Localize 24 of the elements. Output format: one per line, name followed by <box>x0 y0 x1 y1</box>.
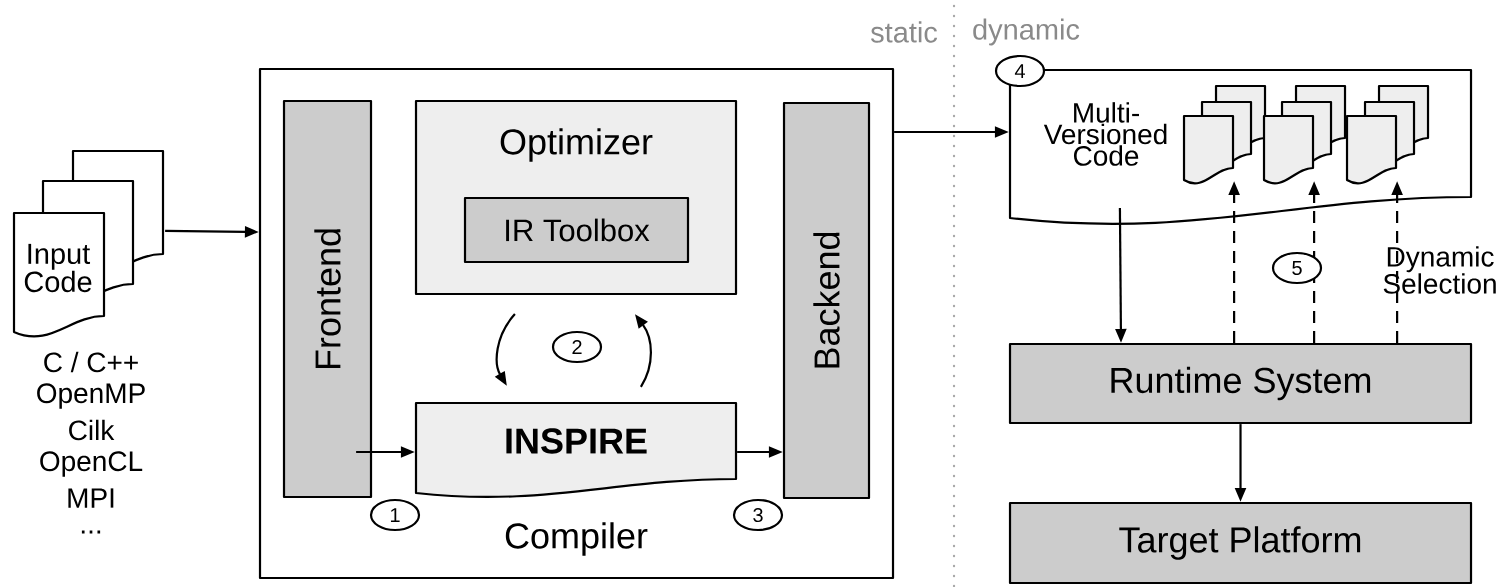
language-label: ... <box>81 530 101 534</box>
callout-number: 3 <box>732 498 784 532</box>
note-text: Dynamic Selection <box>1383 246 1496 294</box>
component-box: Backend <box>782 101 871 500</box>
component-box: Target Platform <box>1008 501 1473 585</box>
section-label: static <box>870 21 938 43</box>
document-stack <box>1345 84 1430 185</box>
callout-number: 1 <box>369 498 421 532</box>
language-label: MPI <box>68 488 114 508</box>
callout-number: 2 <box>551 330 603 364</box>
language-label: OpenCL <box>40 451 143 477</box>
document-stack <box>1182 84 1267 185</box>
component-box: Runtime System <box>1008 342 1473 425</box>
callout-number: 4 <box>994 54 1046 88</box>
language-label: Cilk <box>69 419 115 441</box>
component-box: Frontend <box>282 99 373 499</box>
callout-number: 5 <box>1271 251 1323 285</box>
node-label: Code <box>24 270 92 293</box>
document-stack <box>1262 84 1347 185</box>
language-label: C / C++ <box>44 351 138 373</box>
language-label: OpenMP <box>37 383 145 409</box>
document-stack: Input Code <box>12 149 165 338</box>
component-box: IR Toolbox <box>463 196 690 264</box>
section-label: dynamic <box>973 18 1080 46</box>
